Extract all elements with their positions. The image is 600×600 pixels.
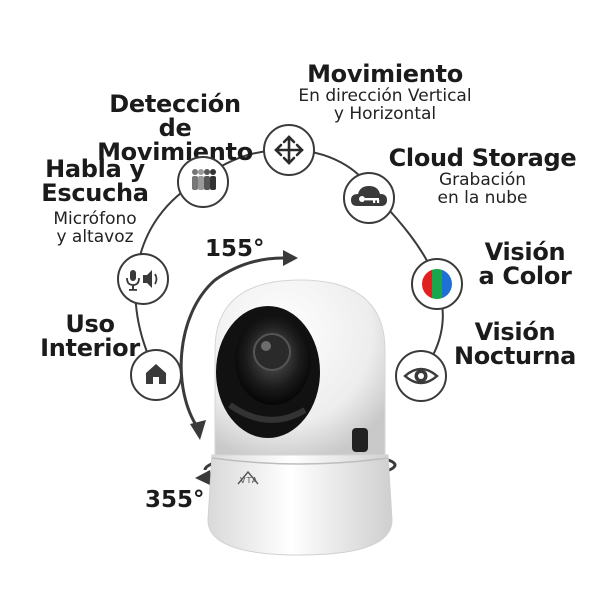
four-way-arrows-icon — [263, 124, 315, 176]
talk-listen-label: Habla y Escucha Micrófono y altavoz — [20, 157, 170, 247]
camera-base — [207, 454, 393, 556]
motion-detection-label: Detección de Movimiento — [90, 92, 260, 164]
mic-speaker-icon — [117, 253, 169, 305]
tilt-degree-label: 155° — [205, 236, 265, 262]
cloud-storage-sub-line2: en la nube — [437, 187, 528, 208]
tilt-arc — [179, 256, 284, 429]
tilt-arrowhead-bottom — [190, 420, 206, 440]
cloud-key-icon — [343, 172, 395, 224]
motion-silhouettes-icon — [177, 156, 229, 208]
talk-listen-title-line2: Escucha — [41, 179, 149, 207]
talk-listen-sub-line2: y altavoz — [56, 226, 134, 247]
rgb-color-icon — [411, 258, 463, 310]
night-vision-title-line2: Nocturna — [453, 342, 577, 370]
pan-arrowhead — [195, 470, 212, 486]
tilt-arrowhead-top — [283, 250, 298, 266]
motion-detection-title-line1: Detección de — [109, 90, 241, 142]
cloud-storage-sub-line1: Grabación — [438, 170, 527, 190]
movement-label: Movimiento En dirección Vertical y Horiz… — [270, 62, 500, 124]
pan-degree-label: 355° — [145, 487, 205, 513]
night-vision-label: Visión Nocturna — [450, 320, 580, 368]
talk-listen-sub-line1: Micrófono — [53, 209, 137, 229]
house-icon — [130, 349, 182, 401]
color-vision-label: Visión a Color — [470, 240, 580, 288]
movement-title: Movimiento — [307, 60, 463, 88]
talk-listen-title-line1: Habla y — [45, 155, 145, 183]
camera-slot — [352, 428, 368, 452]
color-vision-title-line1: Visión — [484, 238, 566, 266]
indoor-use-title-line1: Uso — [65, 310, 115, 338]
movement-sub-line1: En dirección Vertical — [298, 86, 472, 106]
indoor-use-title-line2: Interior — [40, 334, 140, 362]
eye-icon — [395, 350, 447, 402]
motion-detection-title-line2: Movimiento — [97, 138, 253, 166]
night-vision-title-line1: Visión — [474, 318, 556, 346]
brand-mark: VTA — [240, 476, 259, 485]
color-vision-title-line2: a Color — [478, 262, 572, 290]
cloud-storage-title: Cloud Storage — [388, 144, 577, 172]
camera-lens — [253, 333, 291, 371]
indoor-use-label: Uso Interior — [35, 312, 145, 360]
brand-logo — [237, 470, 259, 485]
cloud-storage-label: Cloud Storage Grabación en la nube — [385, 146, 580, 208]
movement-sub-line2: y Horizontal — [333, 103, 437, 124]
